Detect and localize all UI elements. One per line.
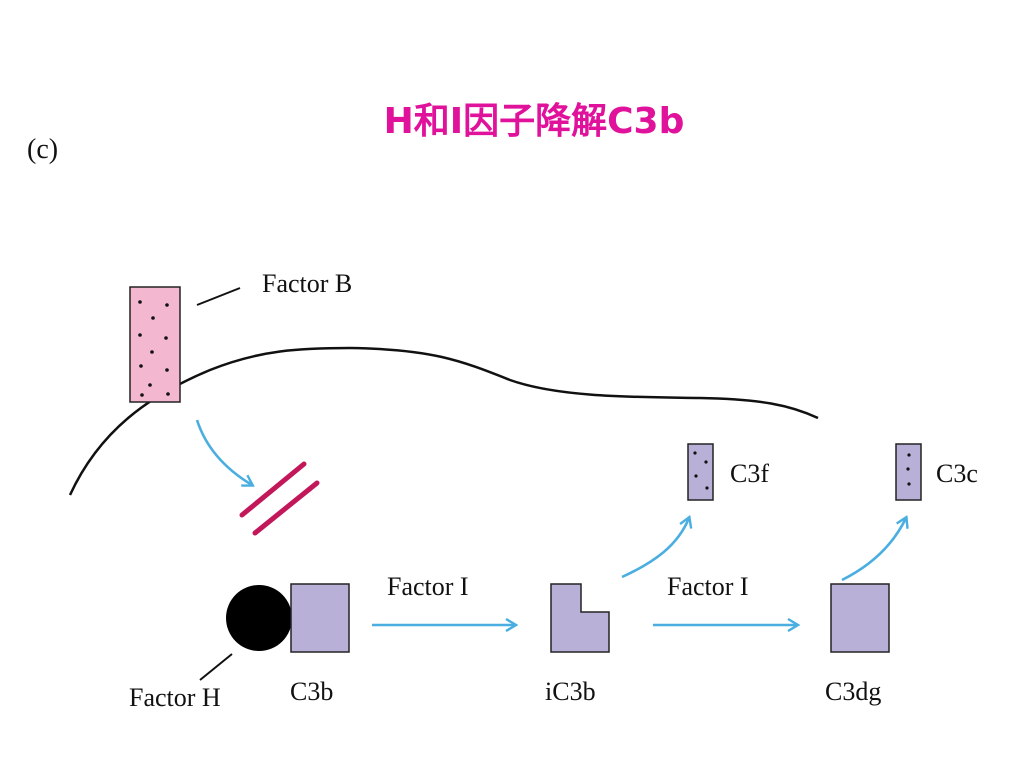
c3f-label: C3f (730, 459, 769, 488)
ic3b-label: iC3b (545, 677, 596, 706)
c3dg-label: C3dg (825, 677, 881, 706)
ic3b-notched-square (550, 583, 610, 653)
factor-h-circle (226, 585, 292, 651)
block-mark-1 (239, 461, 307, 518)
c3c-dots (906, 453, 911, 486)
c3c-label: C3c (936, 459, 978, 488)
factor-i-label-1: Factor I (387, 572, 469, 601)
page-title: H和I因子降解C3b (383, 101, 685, 142)
c3b-square (290, 583, 350, 653)
factor-b-dots (138, 300, 170, 397)
c3c-release-arrow (841, 518, 906, 582)
factor-b-arrow (195, 419, 252, 485)
factor-b-label: Factor B (262, 269, 352, 298)
block-mark-2 (252, 480, 320, 536)
factor-h-leader-line (199, 653, 233, 681)
c3dg-square (830, 583, 890, 653)
c3f-block (687, 443, 714, 501)
c3f-release-arrow (621, 518, 689, 579)
panel-label: (c) (27, 134, 59, 165)
c3c-block (895, 443, 922, 501)
factor-h-label: Factor H (129, 683, 221, 712)
factor-b-leader-line (196, 287, 241, 306)
factor-i-label-2: Factor I (667, 572, 749, 601)
c3b-label: C3b (290, 677, 333, 706)
c3f-dots (693, 451, 709, 490)
factor-b-block (129, 286, 181, 403)
